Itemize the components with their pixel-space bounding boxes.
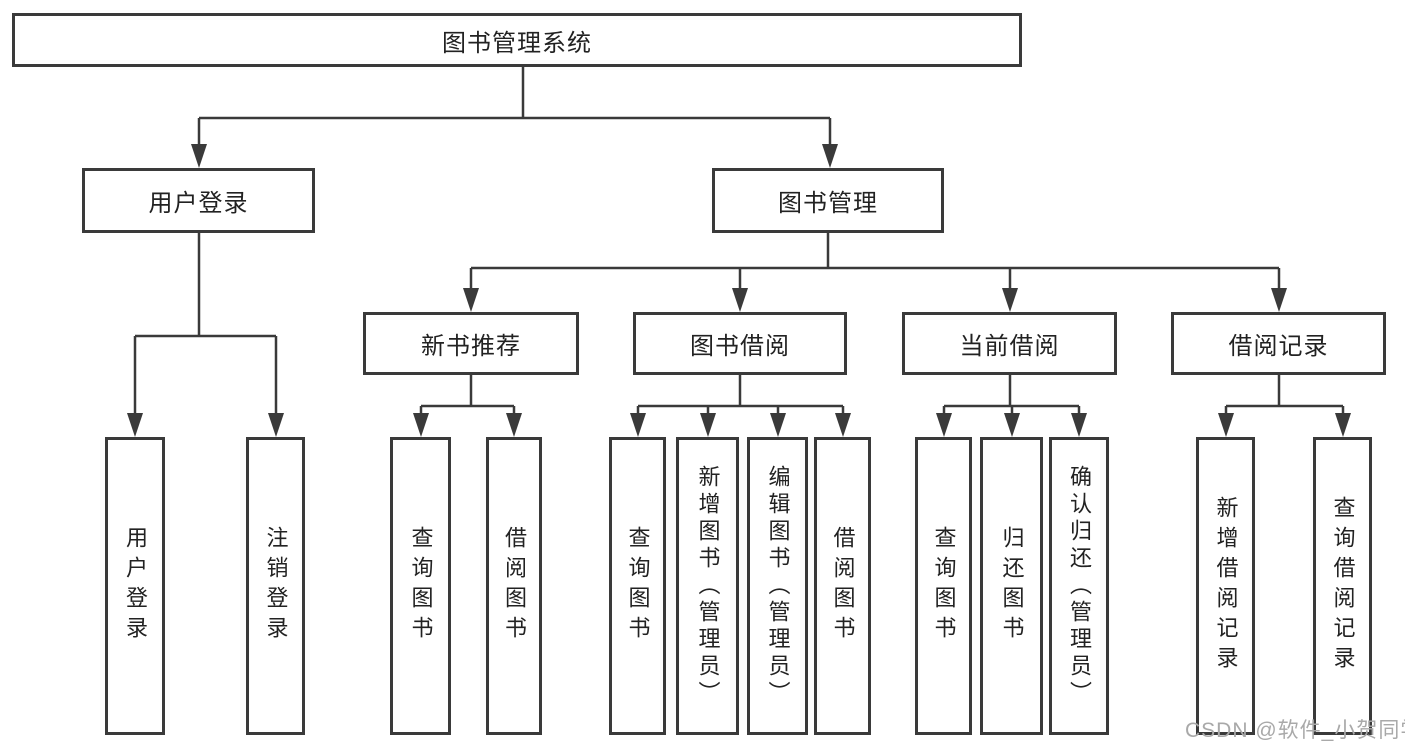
arrowheads-current-borrow-children (936, 413, 1087, 437)
node-borrow-record: 借阅记录 (1171, 312, 1386, 375)
connector-root-to-level2 (197, 67, 832, 144)
arrowheads-user-login-children (127, 413, 284, 437)
csdn-watermark: CSDN @软件_小贺同学 (1185, 719, 1405, 742)
node-book-borrow: 图书借阅 (633, 312, 847, 375)
node-root-system: 图书管理系统 (12, 13, 1022, 67)
connector-current-borrow-children (942, 375, 1081, 414)
leaf-borrow-book-label: 借阅图书 (830, 526, 856, 646)
connector-book-mgmt-children (469, 233, 1281, 288)
leaf-borrow-book: 借阅图书 (814, 437, 871, 735)
leaf-logout: 注销登录 (246, 437, 305, 735)
node-current-borrow: 当前借阅 (902, 312, 1117, 375)
leaf-record-add-label: 新增借阅记录 (1213, 496, 1239, 676)
leaf-record-query: 查询借阅记录 (1313, 437, 1372, 735)
leaf-borrow-edit-admin-label: 编辑图书（管理员） (765, 464, 791, 708)
leaf-record-add: 新增借阅记录 (1196, 437, 1255, 735)
leaf-borrow-add-admin: 新增图书（管理员） (676, 437, 739, 735)
node-book-borrow-label: 图书借阅 (690, 333, 790, 360)
arrowheads-new-book-children (413, 413, 522, 437)
node-new-book-recommend-label: 新书推荐 (421, 333, 521, 360)
node-current-borrow-label: 当前借阅 (959, 333, 1060, 360)
leaf-current-query-label: 查询图书 (931, 526, 957, 646)
node-user-login-label: 用户登录 (148, 190, 249, 217)
leaf-user-login: 用户登录 (105, 437, 165, 735)
arrowheads-borrow-record-children (1218, 413, 1351, 437)
connector-new-book-children (419, 375, 516, 414)
leaf-newbook-query: 查询图书 (390, 437, 451, 735)
leaf-confirm-return-admin-label: 确认归还（管理员） (1067, 464, 1092, 708)
leaf-record-query-label: 查询借阅记录 (1330, 496, 1356, 676)
leaf-return-book: 归还图书 (980, 437, 1043, 735)
arrowheads-level2 (191, 144, 838, 168)
leaf-return-book-label: 归还图书 (999, 526, 1025, 646)
leaf-borrow-query-label: 查询图书 (625, 526, 651, 646)
leaf-borrow-edit-admin: 编辑图书（管理员） (747, 437, 808, 735)
leaf-current-query: 查询图书 (915, 437, 972, 735)
connector-user-login-children (133, 233, 278, 413)
node-book-management: 图书管理 (712, 168, 944, 233)
connector-book-borrow-children (636, 375, 845, 414)
leaf-logout-label: 注销登录 (263, 526, 289, 646)
leaf-newbook-borrow-label: 借阅图书 (502, 526, 527, 646)
leaf-confirm-return-admin: 确认归还（管理员） (1049, 437, 1109, 735)
node-new-book-recommend: 新书推荐 (363, 312, 579, 375)
leaf-user-login-label: 用户登录 (123, 526, 148, 646)
leaf-newbook-query-label: 查询图书 (408, 526, 434, 646)
node-borrow-record-label: 借阅记录 (1228, 333, 1329, 360)
connector-borrow-record-children (1224, 375, 1345, 414)
leaf-newbook-borrow: 借阅图书 (486, 437, 542, 735)
arrowheads-book-mgmt-children (463, 288, 1287, 312)
arrowheads-book-borrow-children (630, 413, 851, 437)
leaf-borrow-add-admin-label: 新增图书（管理员） (695, 464, 721, 708)
node-root-system-label: 图书管理系统 (442, 29, 592, 57)
leaf-borrow-query: 查询图书 (609, 437, 666, 735)
node-book-management-label: 图书管理 (778, 190, 878, 217)
node-user-login: 用户登录 (82, 168, 315, 233)
